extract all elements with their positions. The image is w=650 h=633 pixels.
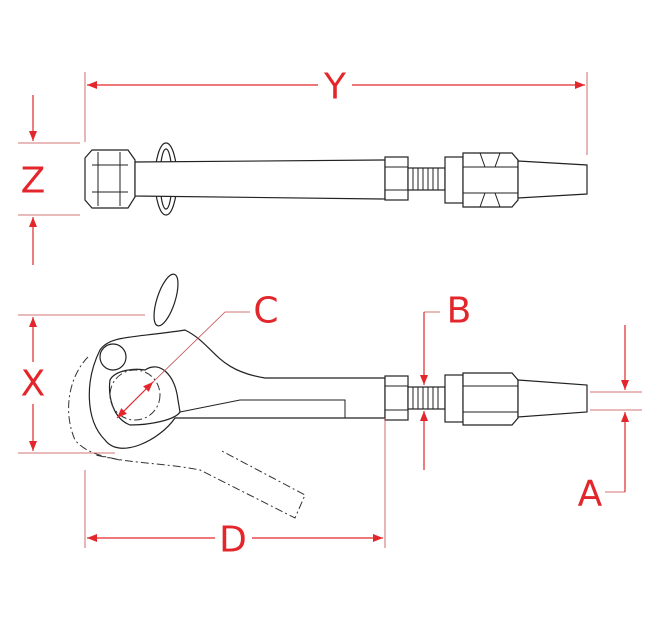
label-d: D bbox=[219, 520, 247, 561]
threaded-stud bbox=[407, 167, 446, 191]
extension-line bbox=[84, 72, 588, 155]
dimension-a: A bbox=[578, 325, 642, 515]
dimension-x: X bbox=[18, 314, 145, 454]
label-z: Z bbox=[21, 161, 46, 202]
side-jam-nut-detail bbox=[385, 385, 408, 411]
side-view bbox=[68, 273, 588, 519]
dimension-y: Y bbox=[84, 67, 588, 155]
label-a: A bbox=[578, 474, 603, 515]
hex-nut bbox=[462, 152, 519, 208]
label-x: X bbox=[21, 364, 46, 405]
side-thread-lines bbox=[412, 387, 439, 409]
side-pin-ring bbox=[153, 273, 179, 327]
label-c: C bbox=[253, 291, 278, 332]
clevis bbox=[84, 149, 136, 209]
body-tube bbox=[134, 159, 386, 200]
label-y: Y bbox=[323, 67, 347, 108]
side-swage-sleeve bbox=[517, 379, 588, 418]
side-hex-nut-small bbox=[444, 374, 464, 423]
hex-nut-detail bbox=[463, 152, 518, 208]
jam-nut-detail bbox=[385, 166, 408, 191]
side-hex-nut bbox=[462, 372, 519, 426]
side-threaded-stud bbox=[407, 386, 446, 410]
open-latch-outline bbox=[68, 356, 306, 519]
clevis-detail bbox=[92, 152, 128, 206]
dimension-arrow bbox=[116, 399, 136, 419]
dimension-c: C bbox=[116, 291, 279, 419]
label-b: B bbox=[447, 291, 472, 332]
extension-line bbox=[18, 142, 80, 216]
extension-line bbox=[590, 391, 642, 493]
side-jam-nut bbox=[384, 375, 409, 421]
swage-sleeve bbox=[517, 160, 588, 199]
dimension-arrow bbox=[134, 381, 154, 401]
hook-jaw bbox=[108, 366, 181, 426]
dimension-b: B bbox=[420, 291, 472, 470]
dimension-z: Z bbox=[18, 95, 80, 265]
hinge-pin bbox=[99, 343, 127, 371]
jaw-opening-outline bbox=[109, 369, 161, 421]
leader-line bbox=[151, 311, 250, 384]
thread-lines bbox=[412, 168, 439, 190]
jam-nut bbox=[384, 156, 409, 201]
extension-line bbox=[18, 314, 145, 454]
extension-line bbox=[84, 418, 386, 548]
dimension-d: D bbox=[84, 418, 386, 561]
hex-nut-small bbox=[444, 156, 464, 204]
side-hex-nut-detail bbox=[463, 385, 518, 413]
latch-slot bbox=[179, 399, 346, 418]
top-view bbox=[84, 142, 588, 216]
